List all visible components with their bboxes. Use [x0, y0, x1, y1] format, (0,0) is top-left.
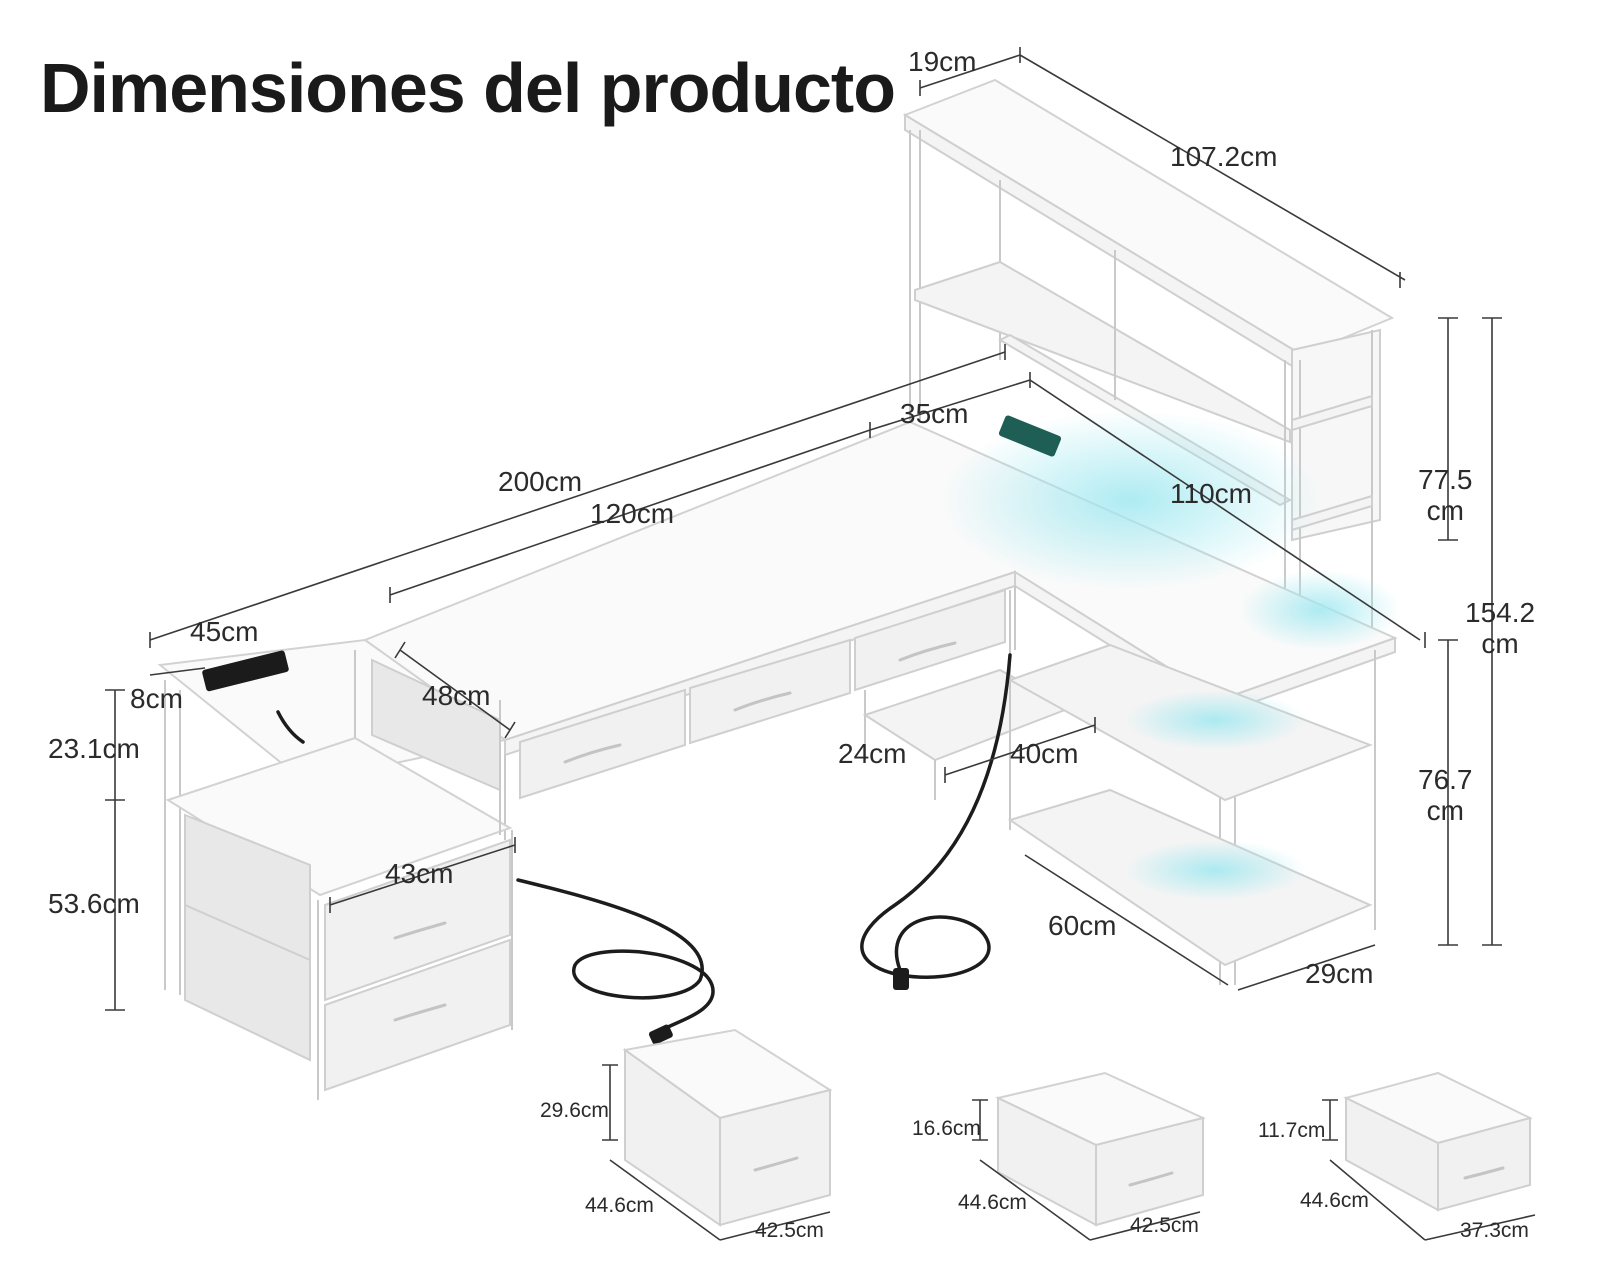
drawer-3-illustration	[1343, 1071, 1533, 1212]
hutch-height-label: 77.5 cm	[1418, 464, 1473, 526]
left-upper-height-label: 23.1cm	[48, 733, 140, 764]
drawer-3-depth-label: 44.6cm	[1300, 1189, 1369, 1212]
dimension-lines	[105, 47, 1536, 1241]
return-length-label: 110cm	[1170, 478, 1252, 509]
hutch-width-label: 107.2cm	[1170, 141, 1278, 172]
left-lower-height-label: 53.6cm	[48, 888, 140, 919]
drawer-1-depth-label: 44.6cm	[585, 1194, 654, 1217]
total-height-label: 154.2 cm	[1465, 597, 1536, 659]
main-length-label: 120cm	[590, 498, 675, 529]
drawer-1-illustration	[622, 1028, 833, 1227]
cabinet-width-label: 43cm	[385, 858, 454, 889]
hutch-depth-label: 19cm	[908, 46, 977, 77]
drawer-2-height-label: 16.6cm	[912, 1117, 981, 1140]
center-drawers	[504, 586, 1016, 840]
drawer-3-width-label: 37.3cm	[1460, 1219, 1529, 1242]
power-cables	[276, 653, 1012, 1045]
right-shelf-unit	[1007, 590, 1376, 985]
left-top-width-label: 45cm	[190, 616, 259, 647]
power-strip-left	[202, 650, 289, 692]
drawer-1-height-label: 29.6cm	[540, 1099, 609, 1122]
left-depth-label: 48cm	[422, 680, 491, 711]
desk-height-label: 76.7 cm	[1418, 764, 1473, 826]
footrest-width-label: 40cm	[1010, 738, 1079, 769]
total-length-label: 200cm	[498, 466, 583, 497]
drawer-3-height-label: 11.7cm	[1258, 1119, 1326, 1142]
drawer-2-depth-label: 44.6cm	[958, 1191, 1027, 1214]
power-strip-right	[998, 415, 1062, 457]
desk-top	[157, 410, 1400, 784]
left-cabinet	[164, 650, 513, 1100]
drawer-2-width-label: 42.5cm	[1130, 1214, 1199, 1237]
page-title: Dimensiones del producto	[40, 49, 896, 127]
drawer-2-illustration	[995, 1071, 1206, 1227]
footrest-depth-label: 24cm	[838, 738, 907, 769]
drawer-1-width-label: 42.5cm	[755, 1219, 824, 1242]
left-shelf-gap-label: 8cm	[130, 683, 183, 714]
corner-depth-label: 35cm	[900, 398, 969, 429]
right-base-depth-label: 60cm	[1048, 910, 1117, 941]
right-base-width-label: 29cm	[1305, 958, 1374, 989]
